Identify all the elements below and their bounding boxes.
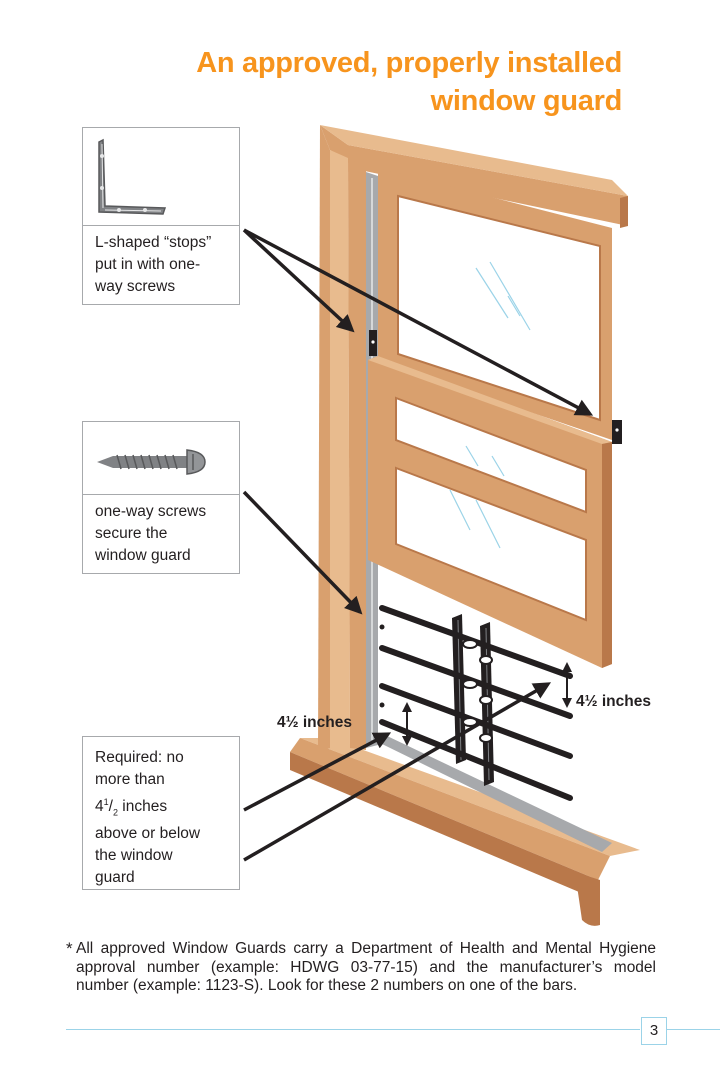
callout-stops-line-1: L-shaped “stops”	[95, 234, 212, 251]
l-stop-left	[369, 330, 377, 356]
l-stop-right	[612, 420, 622, 444]
screw-dot	[379, 624, 385, 630]
footnote-text: All approved Window Guards carry a Depar…	[76, 940, 656, 994]
callout-stops-line-3: way screws	[95, 278, 176, 295]
callout-required-line-3: 41/2 inches	[95, 797, 168, 818]
window-sill	[290, 735, 640, 926]
title-line-1: An approved, properly installed	[196, 47, 622, 79]
screw-icon	[97, 449, 206, 475]
window-guard	[379, 605, 573, 801]
measurement-label-lower: 4½ inches	[277, 714, 352, 731]
callout-required-line-5: the window	[95, 847, 173, 865]
callout-stops-line-2: put in with one-	[95, 256, 201, 273]
screw-image	[83, 422, 239, 495]
lower-sash	[368, 356, 612, 668]
callout-screws-line-2: secure the	[95, 525, 168, 542]
callout-l-stops: L-shaped “stops” put in with one- way sc…	[82, 127, 240, 305]
upper-sash	[378, 168, 612, 440]
callout-screws-line-1: one-way screws	[95, 503, 207, 520]
callout-required-line-1: Required: no	[95, 749, 184, 766]
callout-requirement: Required: no more than 41/2 inches above…	[82, 736, 240, 890]
leader-arrows	[242, 228, 594, 862]
callout-screws-line-3: window guard	[95, 547, 191, 564]
page-title: An approved, properly installed window g…	[102, 44, 622, 120]
footnote-marker: *	[66, 939, 73, 958]
callout-one-way-screws: one-way screws secure the window guard	[82, 421, 240, 574]
page-number: 3	[641, 1017, 667, 1045]
screw-dot	[379, 702, 385, 708]
measurement-label-upper: 4½ inches	[576, 693, 651, 710]
l-bracket-image	[83, 128, 239, 226]
callout-required-line-2: more than	[95, 771, 165, 788]
title-line-2: window guard	[430, 85, 623, 117]
callout-required-line-6: guard	[95, 869, 135, 887]
callout-required-line-4: above or below	[95, 825, 201, 843]
l-bracket-icon	[98, 138, 167, 215]
footnote: * All approved Window Guards carry a Dep…	[66, 939, 656, 996]
footer-rule-left	[66, 1029, 640, 1030]
footer-rule-right	[666, 1029, 720, 1030]
